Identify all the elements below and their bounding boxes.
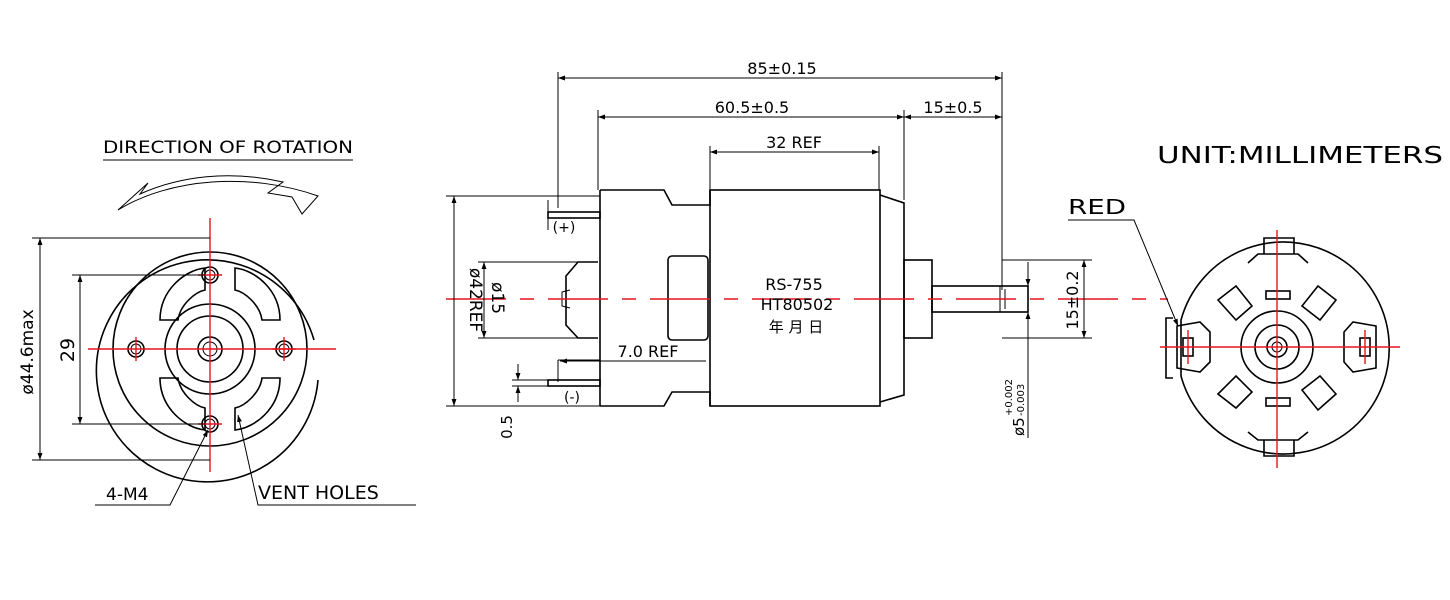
rotation-label: DIRECTION OF ROTATION bbox=[103, 138, 353, 158]
label-thread: 4-M4 bbox=[106, 485, 148, 505]
dim-boss: ø15 bbox=[487, 282, 507, 314]
right-end-view: UNIT:MILLIMETERS bbox=[1068, 143, 1443, 468]
dim-flat: 15±0.2 bbox=[1063, 270, 1082, 329]
model-label: RS-755 bbox=[765, 275, 823, 294]
code-label: HT80502 bbox=[761, 295, 834, 314]
motor-can bbox=[709, 189, 881, 407]
left-end-view: DIRECTION OF ROTATION bbox=[18, 138, 416, 506]
dim-overall: 85±0.15 bbox=[747, 59, 816, 78]
dim-terminal: 7.0 REF bbox=[618, 342, 679, 361]
shaft-tol-upper: +0.002 bbox=[1004, 379, 1015, 416]
front-housing bbox=[1180, 241, 1391, 455]
rotation-arrow-icon bbox=[117, 175, 319, 215]
dim-diameter: ø44.6max bbox=[18, 309, 38, 394]
terminal-plus-label: (+) bbox=[553, 220, 576, 236]
vent-holes bbox=[159, 267, 281, 431]
end-cap-outline bbox=[95, 259, 319, 483]
dim-hole-spacing: 29 bbox=[57, 338, 79, 362]
dim-body: 60.5±0.5 bbox=[715, 98, 789, 117]
dim-height: ø42REF bbox=[465, 268, 485, 332]
wire-label: RED bbox=[1068, 195, 1126, 219]
dim-shaft: 15±0.5 bbox=[923, 98, 982, 117]
units-label: UNIT:MILLIMETERS bbox=[1157, 143, 1443, 169]
dim-can: 32 REF bbox=[766, 133, 822, 152]
side-view: 85±0.15 60.5±0.5 15±0.5 32 REF 7.0 REF (… bbox=[446, 59, 1168, 439]
date-mark: 年 月 日 bbox=[769, 318, 824, 336]
terminal-plus bbox=[547, 211, 601, 219]
dim-terminal-thickness: 0.5 bbox=[498, 415, 516, 439]
shaft-tol-lower: -0.003 bbox=[1016, 384, 1027, 416]
terminal-minus bbox=[547, 379, 601, 387]
terminal-minus-label: (-) bbox=[564, 390, 580, 406]
dim-shaft-dia: ø5 bbox=[1010, 417, 1028, 436]
label-vents: VENT HOLES bbox=[258, 482, 379, 504]
front-vent-holes bbox=[1216, 284, 1338, 412]
